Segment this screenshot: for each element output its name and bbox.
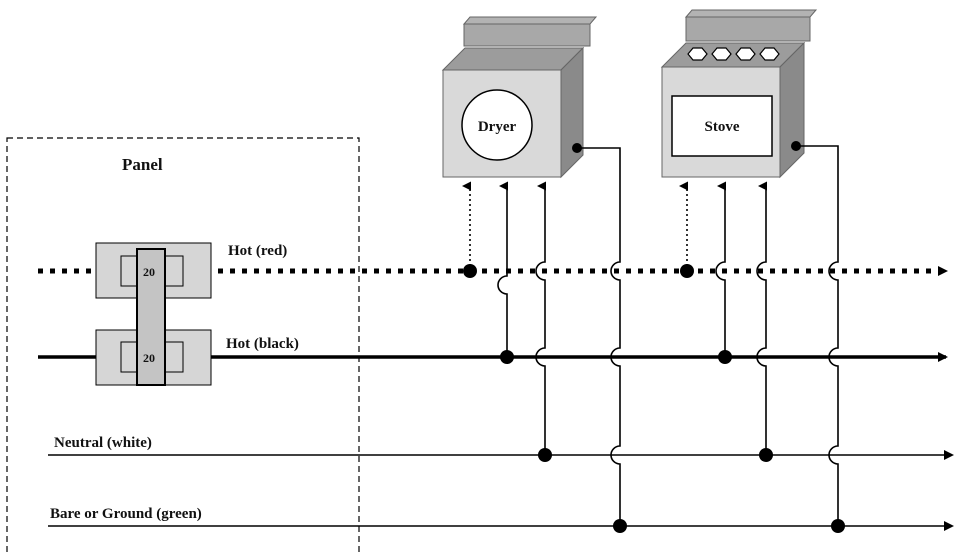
hot-red-label: Hot (red) — [228, 243, 287, 259]
dryer-backpanel — [463, 23, 591, 47]
stove-hot-black-lead — [715, 181, 726, 357]
stove-connections — [679, 141, 845, 533]
breaker-bottom-rating: 20 — [143, 351, 155, 365]
dryer-side — [560, 46, 584, 179]
stove-label-box — [671, 95, 773, 157]
stove-ground-lead — [796, 145, 839, 526]
dryer-backpanel-top — [462, 16, 598, 25]
stove-appliance: Stove — [660, 9, 818, 179]
stove-ground-junction — [831, 519, 845, 533]
stove-backpanel — [685, 16, 811, 42]
dryer-neutral-lead — [535, 181, 546, 455]
breaker-top-rating: 20 — [143, 265, 155, 279]
stove-burners — [687, 47, 780, 61]
dryer-hot-black-junction — [500, 350, 514, 364]
dryer-appliance: Dryer — [441, 16, 598, 179]
dryer-ground-junction — [613, 519, 627, 533]
dryer-door — [461, 89, 533, 161]
neutral-label: Neutral (white) — [54, 435, 152, 451]
burner-icon — [735, 47, 756, 61]
dryer-neutral-junction — [538, 448, 552, 462]
breaker: 20 20 — [95, 242, 212, 386]
stove-hot-red-junction — [680, 264, 694, 278]
stove-top — [660, 42, 806, 68]
burner-icon — [759, 47, 780, 61]
dryer-top — [441, 47, 585, 71]
breaker-handle — [136, 248, 166, 386]
burner-icon — [711, 47, 732, 61]
stove-neutral-junction — [759, 448, 773, 462]
ground-label: Bare or Ground (green) — [50, 506, 202, 522]
stove-hot-black-junction — [718, 350, 732, 364]
stove-neutral-lead — [756, 181, 767, 455]
dryer-label: Dryer — [478, 119, 517, 135]
panel-title: Panel — [122, 155, 163, 174]
panel-border — [6, 137, 360, 553]
panel: Panel — [6, 137, 360, 553]
hot-black-label: Hot (black) — [226, 336, 299, 352]
stove-label: Stove — [705, 119, 740, 135]
dryer-hot-red-junction — [463, 264, 477, 278]
burner-icon — [687, 47, 708, 61]
stove-side — [779, 41, 805, 179]
dryer-ground-lead — [577, 147, 621, 526]
stove-backpanel-top — [684, 9, 818, 18]
bus-wires — [38, 266, 954, 531]
dryer-connections — [462, 143, 627, 533]
dryer-hot-black-lead — [497, 181, 508, 357]
